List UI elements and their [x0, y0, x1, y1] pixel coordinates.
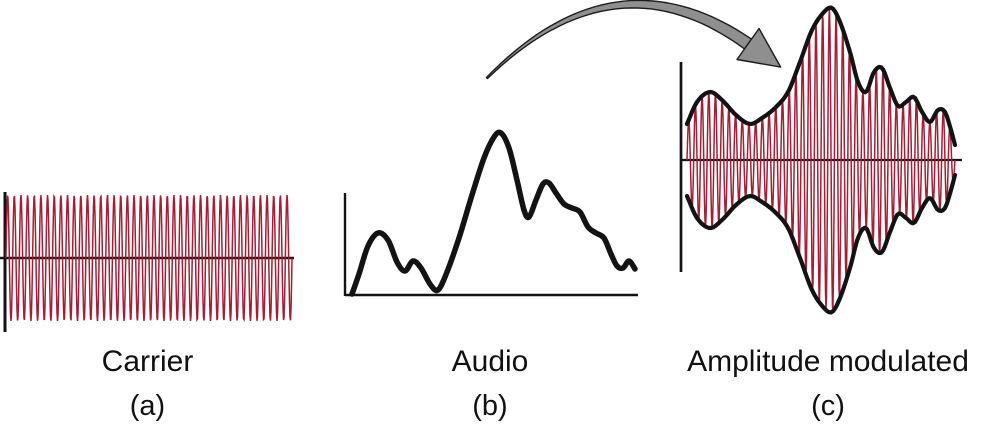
carrier-wave — [5, 193, 293, 323]
audio-curve — [349, 129, 638, 297]
am-envelope — [684, 5, 958, 315]
panel-sublabel-b: (b) — [472, 390, 508, 422]
panel-label-audio: Audio — [451, 345, 529, 378]
am-wave — [686, 8, 956, 311]
modulation-arrow-head — [736, 27, 782, 68]
panel-label-carrier: Carrier — [101, 345, 194, 378]
panel-sublabel-c: (c) — [811, 390, 845, 422]
modulation-arrow-tail — [485, 0, 753, 80]
panel-sublabel-a: (a) — [129, 390, 166, 422]
panel-label-amplitude-modulated: Amplitude modulated — [687, 345, 969, 378]
